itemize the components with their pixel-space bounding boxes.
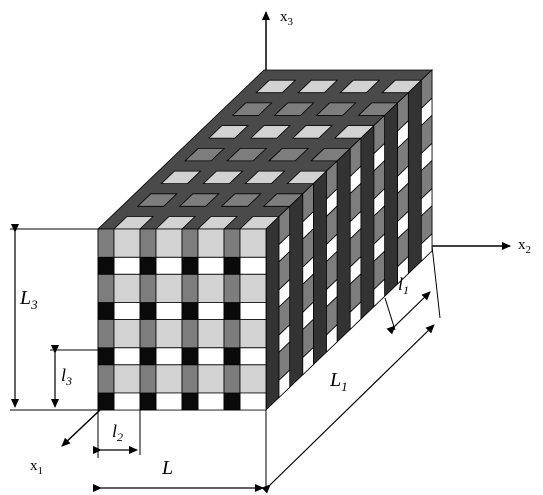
front-black-node (97, 302, 115, 320)
front-white-band (155, 256, 183, 275)
top-light-cell (231, 102, 273, 116)
top-light-cell (297, 79, 339, 94)
front-black-node (181, 347, 199, 366)
L-label: L (161, 457, 173, 479)
front-black-node (139, 347, 157, 366)
front-light-cell (155, 364, 183, 394)
front-light-cell (239, 228, 267, 258)
front-black-node (223, 256, 241, 275)
l1-label: l1 (398, 274, 409, 297)
front-black-node (139, 302, 157, 320)
front-black-node (223, 302, 241, 320)
top-light-cell (226, 147, 268, 162)
front-light-cell (239, 273, 267, 303)
dimension-L1: L1 (261, 245, 441, 494)
front-white-band (239, 392, 267, 411)
front-white-band (113, 256, 141, 275)
front-light-cell (113, 228, 141, 258)
x2-label: x2 (518, 237, 531, 256)
front-white-band (197, 302, 225, 320)
front-white-band (113, 302, 141, 320)
top-light-cell (202, 170, 244, 185)
top-light-cell (315, 102, 357, 116)
right-white-band (373, 278, 386, 308)
front-white-band (197, 256, 225, 275)
front-black-node (139, 392, 157, 411)
front-white-band (155, 347, 183, 366)
dimension-l2: l2 (93, 410, 141, 458)
front-black-node (139, 256, 157, 275)
front-white-band (239, 302, 267, 320)
front-white-band (197, 392, 225, 411)
front-light-cell (113, 319, 141, 349)
front-black-node (223, 392, 241, 411)
right-white-band (397, 255, 409, 285)
front-light-cell (155, 228, 183, 258)
front-white-band (239, 256, 267, 275)
x3-label: x3 (280, 9, 294, 28)
top-light-cell (178, 193, 220, 207)
top-light-cell (207, 125, 249, 139)
front-light-cell (113, 364, 141, 394)
top-light-cell (339, 79, 381, 94)
front-light-cell (155, 319, 183, 349)
front-white-band (239, 347, 267, 366)
dimension-L3: L3 (10, 224, 100, 411)
front-light-cell (155, 273, 183, 303)
top-light-cell (249, 125, 291, 139)
top-light-cell (160, 170, 202, 185)
l3-label: l3 (61, 365, 72, 388)
L1-label: L1 (329, 369, 348, 394)
front-black-node (97, 256, 115, 275)
front-light-cell (197, 319, 225, 349)
front-white-band (197, 347, 225, 366)
front-black-node (97, 347, 115, 366)
top-light-cell (136, 193, 178, 207)
front-light-cell (197, 273, 225, 303)
x1-label: x1 (30, 458, 43, 477)
right-white-band (420, 232, 433, 263)
top-light-cell (291, 125, 333, 139)
front-face (97, 228, 267, 411)
dimension-l1: l1 (384, 274, 431, 335)
front-black-node (181, 256, 199, 275)
right-white-band (349, 300, 362, 331)
front-white-band (113, 392, 141, 411)
x1-axis (61, 409, 101, 447)
front-black-node (181, 392, 199, 411)
front-black-node (223, 347, 241, 366)
front-light-cell (239, 364, 267, 394)
front-white-band (155, 302, 183, 320)
top-face (97, 69, 433, 230)
l2-label: l2 (112, 421, 123, 444)
front-light-cell (197, 364, 225, 394)
top-light-cell (220, 193, 262, 207)
dimension-l3: l3 (50, 345, 100, 408)
top-light-cell (244, 170, 286, 185)
top-light-cell (184, 147, 226, 162)
front-white-band (113, 347, 141, 366)
L3-label: L3 (19, 287, 38, 312)
front-black-node (181, 302, 199, 320)
front-light-cell (197, 228, 225, 258)
front-black-node (97, 392, 115, 411)
top-light-cell (273, 102, 315, 116)
front-white-band (155, 392, 183, 411)
front-light-cell (113, 273, 141, 303)
front-light-cell (239, 319, 267, 349)
top-light-cell (255, 79, 297, 94)
top-light-cell (268, 147, 310, 162)
